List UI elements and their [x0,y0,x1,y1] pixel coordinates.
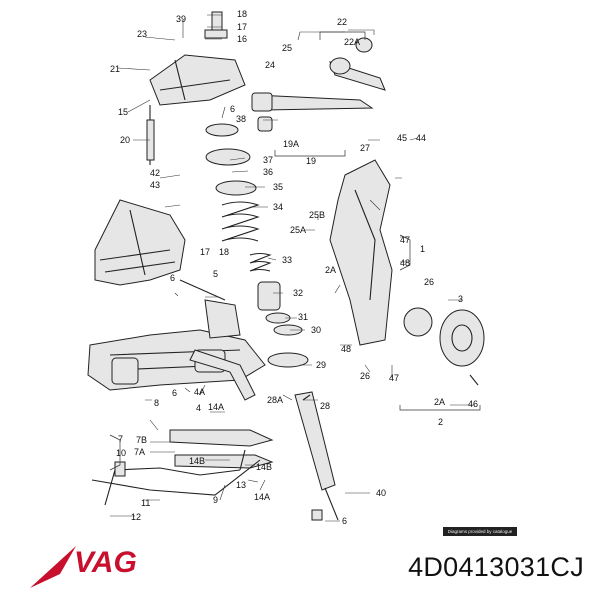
callout-label: 14A [208,402,224,412]
callout-label: 14A [254,492,270,502]
strut-spring-drawing [205,123,339,521]
callout-label: 3 [458,294,463,304]
callout-label: 47 [389,373,399,383]
callout-label: 2A [434,397,445,407]
callout-label: 46 [468,399,478,409]
callout-label: 6 [230,104,235,114]
leader-lines [110,14,475,522]
callout-label: 35 [273,182,283,192]
callout-label: 22A [344,37,360,47]
vag-logo-text: VAG [74,546,137,579]
callout-label: 36 [263,167,273,177]
callout-label: 14B [189,456,205,466]
callout-label: 26 [424,277,434,287]
callout-label: 21 [110,64,120,74]
callout-label: 6 [172,388,177,398]
callout-label: 32 [293,288,303,298]
callout-label: 31 [298,312,308,322]
callout-label: 6 [342,516,347,526]
callout-label: 29 [316,360,326,370]
callout-label: 40 [376,488,386,498]
subframe-drawing [87,199,266,391]
callout-label: 26 [360,371,370,381]
callout-label: 4 [196,403,201,413]
callout-label: 9 [213,495,218,505]
group-braces [109,31,481,471]
callout-label: 30 [311,325,321,335]
callout-label: 18 [237,9,247,19]
upper-arms-drawing [251,37,386,132]
callout-label: 7A [134,447,145,457]
strut-mount-drawing [146,11,246,165]
callout-labels: 23 39 18 17 16 22 22A 25 24 21 15 6 38 1… [110,9,478,526]
callout-label: 13 [236,480,246,490]
callout-label: 42 [150,168,160,178]
callout-label: 6 [170,273,175,283]
callout-label: 5 [213,269,218,279]
callout-label: 17 [200,247,210,257]
callout-label: 23 [137,29,147,39]
callout-label: 2A [325,265,336,275]
callout-label: 28 [320,401,330,411]
callout-label: 43 [150,180,160,190]
callout-label: 34 [273,202,283,212]
callout-label: 12 [131,512,141,522]
callout-label: 18 [219,247,229,257]
knuckle-hub-drawing [329,159,485,386]
callout-label: 19 [306,156,316,166]
callout-label: 44 [416,133,426,143]
callout-label: 16 [237,34,247,44]
callout-label: 17 [237,22,247,32]
callout-label: 37 [263,155,273,165]
callout-label: 8 [154,398,159,408]
callout-label: 1 [420,244,425,254]
callout-label: 20 [120,135,130,145]
callout-label: 25A [290,225,306,235]
callout-label: 45 [397,133,407,143]
callout-label: 22 [337,17,347,27]
callout-label: 47 [400,235,410,245]
callout-label: 7 [118,434,123,444]
callout-label: 14B [256,462,272,472]
part-number: 4D0413031CJ [408,552,584,582]
callout-label: 10 [116,448,126,458]
callout-label: 24 [265,60,275,70]
callout-label: 25B [309,210,325,220]
callout-label: 15 [118,107,128,117]
callout-label: 11 [141,498,150,508]
callout-label: 4A [194,387,205,397]
vag-logo: VAG [30,546,137,588]
callout-label: 2 [438,417,443,427]
callout-label: 48 [400,258,410,268]
callout-label: 28A [267,395,283,405]
callout-label: 33 [282,255,292,265]
callout-label: 19A [283,139,299,149]
callout-label: 25 [282,43,292,53]
callout-label: 39 [176,14,186,24]
diagram-watermark: Diagrams provided by catalogue parts [443,527,517,536]
callout-label: 7B [136,435,147,445]
callout-label: 27 [360,143,370,153]
callout-label: 48 [341,344,351,354]
callout-label: 38 [236,114,246,124]
